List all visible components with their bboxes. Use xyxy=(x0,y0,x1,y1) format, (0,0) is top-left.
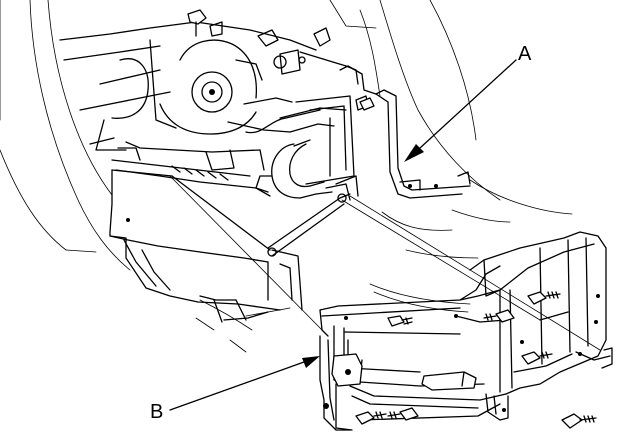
radiator-upper xyxy=(111,147,269,193)
bracket-a xyxy=(279,49,471,199)
bolt-icon xyxy=(187,9,207,37)
bolt-icon xyxy=(359,97,375,111)
part-b-shroud xyxy=(319,231,613,431)
arrow-icon xyxy=(169,356,320,411)
vehicle-body-outline xyxy=(0,0,573,353)
coolant-hose xyxy=(255,95,355,199)
bolt-icon xyxy=(527,291,561,305)
bolt-icon xyxy=(561,413,597,429)
bolt-icon xyxy=(483,309,515,323)
bolt-icon xyxy=(355,411,387,425)
bolt-icon xyxy=(387,315,413,327)
guide-lines xyxy=(169,175,601,351)
support-rod xyxy=(267,175,359,257)
bolt-icon xyxy=(387,407,419,421)
callout-label-a: A xyxy=(518,43,532,65)
left-duct xyxy=(109,169,303,323)
engine-assembly xyxy=(59,9,331,153)
arrow-icon xyxy=(404,59,517,162)
bolt-icon xyxy=(521,351,553,365)
callout-label-b: B xyxy=(150,401,164,423)
